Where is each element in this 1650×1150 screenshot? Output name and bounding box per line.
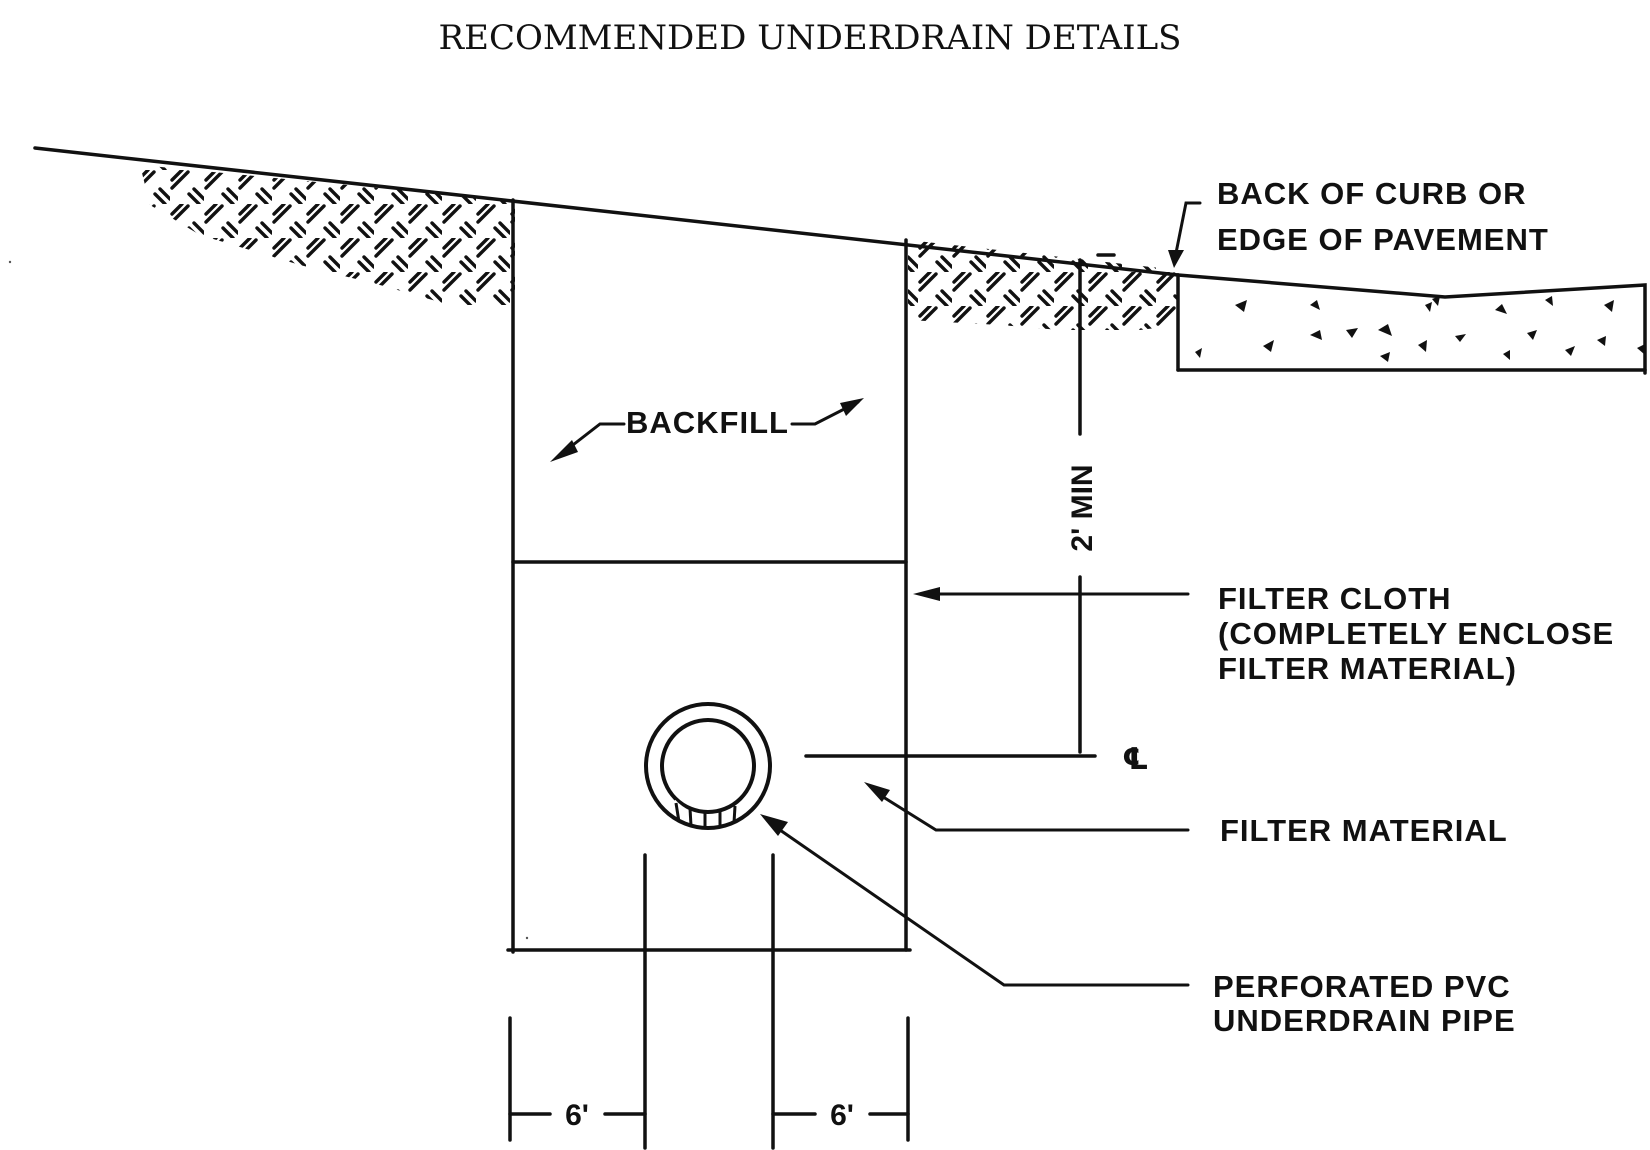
min-depth-label: 2' MIN <box>1066 464 1099 551</box>
filter-material-arrow <box>864 782 890 802</box>
filter-material-label: FILTER MATERIAL <box>1220 813 1508 848</box>
diagram-title: RECOMMENDED UNDERDRAIN DETAILS <box>439 18 1182 58</box>
perforated-pipe <box>644 702 772 830</box>
filter-cloth-label-line1: FILTER CLOTH <box>1218 581 1452 616</box>
pipe-label-line1: PERFORATED PVC <box>1213 969 1511 1004</box>
soil-hatch-right <box>908 240 1178 330</box>
pavement-aggregate <box>1195 296 1645 362</box>
filter-cloth-label-line3: FILTER MATERIAL) <box>1218 651 1517 686</box>
dim-left-label: 6' <box>565 1099 589 1132</box>
curb-label-line1: BACK OF CURB OR <box>1217 176 1527 211</box>
curb-label-line2: EDGE OF PAVEMENT <box>1217 222 1549 257</box>
dim-right-label: 6' <box>830 1099 854 1132</box>
pavement-slab <box>1176 273 1647 375</box>
curb-leader-line <box>1174 201 1202 255</box>
filter-cloth-label-line2: (COMPLETELY ENCLOSE <box>1218 616 1614 651</box>
pipe-label-line2: UNDERDRAIN PIPE <box>1213 1003 1516 1038</box>
ground-surface-line <box>33 146 1180 277</box>
backfill-arrow-right <box>840 398 864 416</box>
filter-material-leader <box>878 793 1190 832</box>
curb-leader-arrow <box>1168 250 1184 268</box>
backfill-label: BACKFILL <box>626 405 789 440</box>
soil-hatch-left <box>140 165 515 305</box>
pipe-arrow <box>760 814 788 836</box>
scan-speck <box>525 936 529 940</box>
filter-cloth-arrow <box>913 587 940 601</box>
centerline-symbol: ℄ <box>1122 743 1149 776</box>
backfill-arrow-left <box>550 440 578 462</box>
scan-speck <box>8 260 12 264</box>
pipe-leader <box>778 828 1190 987</box>
